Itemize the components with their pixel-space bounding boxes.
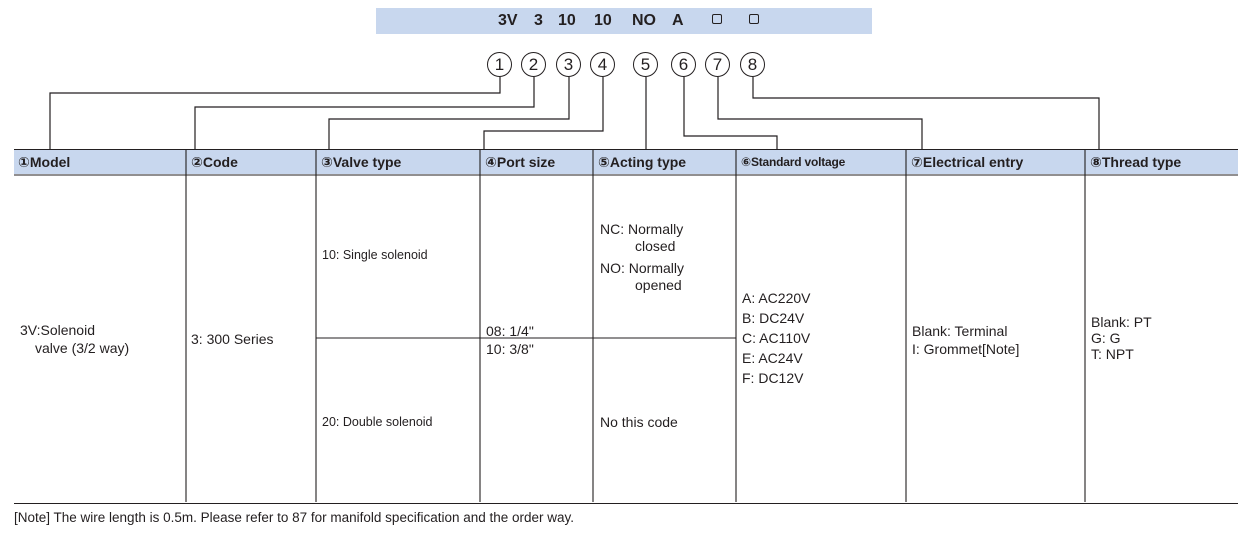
voltage-c: C: AC110V: [742, 330, 811, 346]
circled-number-1: 1: [487, 52, 512, 77]
voltage-f: F: DC12V: [742, 370, 804, 386]
circled-number-3: 3: [556, 52, 581, 77]
header-port-size: ④Port size: [485, 154, 556, 170]
code-banner: [376, 8, 872, 34]
code-segment-valve-type: 10: [558, 12, 576, 29]
header-thread-type: ⑧Thread type: [1090, 154, 1182, 170]
code-segment-acting-type: NO: [632, 12, 656, 29]
leader-line-3: [328, 77, 570, 149]
model-line-2: valve (3/2 way): [35, 340, 130, 356]
leader-line-8: [752, 77, 1100, 149]
leader-line-6: [683, 77, 778, 149]
placeholder-box-icon: [749, 14, 759, 24]
header-standard-voltage: ⑥Standard voltage: [741, 155, 846, 169]
leader-line-2: [194, 77, 535, 149]
header-model: ①Model: [18, 154, 71, 170]
thread-type-blank: Blank: PT: [1091, 314, 1152, 330]
header-electrical-entry: ⑦Electrical entry: [911, 154, 1024, 170]
port-size-line-1: 08: 1/4": [486, 323, 534, 339]
circled-number-8: 8: [740, 52, 765, 77]
code-segment-code: 3: [534, 12, 543, 29]
code-segment-voltage: A: [672, 12, 684, 29]
acting-type-nc-line-1: NC: Normally: [600, 221, 684, 237]
leader-line-4: [483, 77, 604, 149]
model-line-1: 3V:Solenoid: [20, 322, 95, 338]
code-segment-model: 3V: [498, 12, 518, 29]
port-size-line-2: 10: 3/8": [486, 341, 534, 357]
thread-type-t: T: NPT: [1091, 346, 1134, 362]
acting-type-no-line-2: opened: [635, 277, 682, 293]
leader-line-1: [49, 77, 501, 149]
header-code: ②Code: [191, 154, 238, 170]
voltage-e: E: AC24V: [742, 350, 803, 366]
acting-type-nc-line-2: closed: [635, 238, 676, 254]
thread-type-g: G: G: [1091, 330, 1121, 346]
footnote: [Note] The wire length is 0.5m. Please r…: [14, 510, 575, 525]
acting-type-no-code: No this code: [600, 414, 678, 430]
valve-type-double: 20: Double solenoid: [322, 415, 433, 429]
circled-number-6: 6: [671, 52, 696, 77]
leader-line-7: [717, 77, 923, 149]
code-segment-port-size: 10: [594, 12, 612, 29]
code-value: 3: 300 Series: [191, 331, 274, 347]
voltage-a: A: AC220V: [742, 290, 811, 306]
ordering-code-table: [14, 149, 1238, 504]
valve-type-single: 10: Single solenoid: [322, 248, 428, 262]
circled-number-2: 2: [521, 52, 546, 77]
voltage-b: B: DC24V: [742, 310, 805, 326]
placeholder-box-icon: [712, 14, 722, 24]
circled-number-4: 4: [590, 52, 615, 77]
circled-number-7: 7: [705, 52, 730, 77]
electrical-entry-grommet: I: Grommet[Note]: [912, 341, 1020, 357]
electrical-entry-blank: Blank: Terminal: [912, 323, 1008, 339]
header-valve-type: ③Valve type: [321, 154, 402, 170]
circled-number-5: 5: [633, 52, 658, 77]
acting-type-no-line-1: NO: Normally: [600, 260, 685, 276]
header-acting-type: ⑤Acting type: [598, 154, 687, 170]
table-header-row: [14, 150, 1238, 174]
